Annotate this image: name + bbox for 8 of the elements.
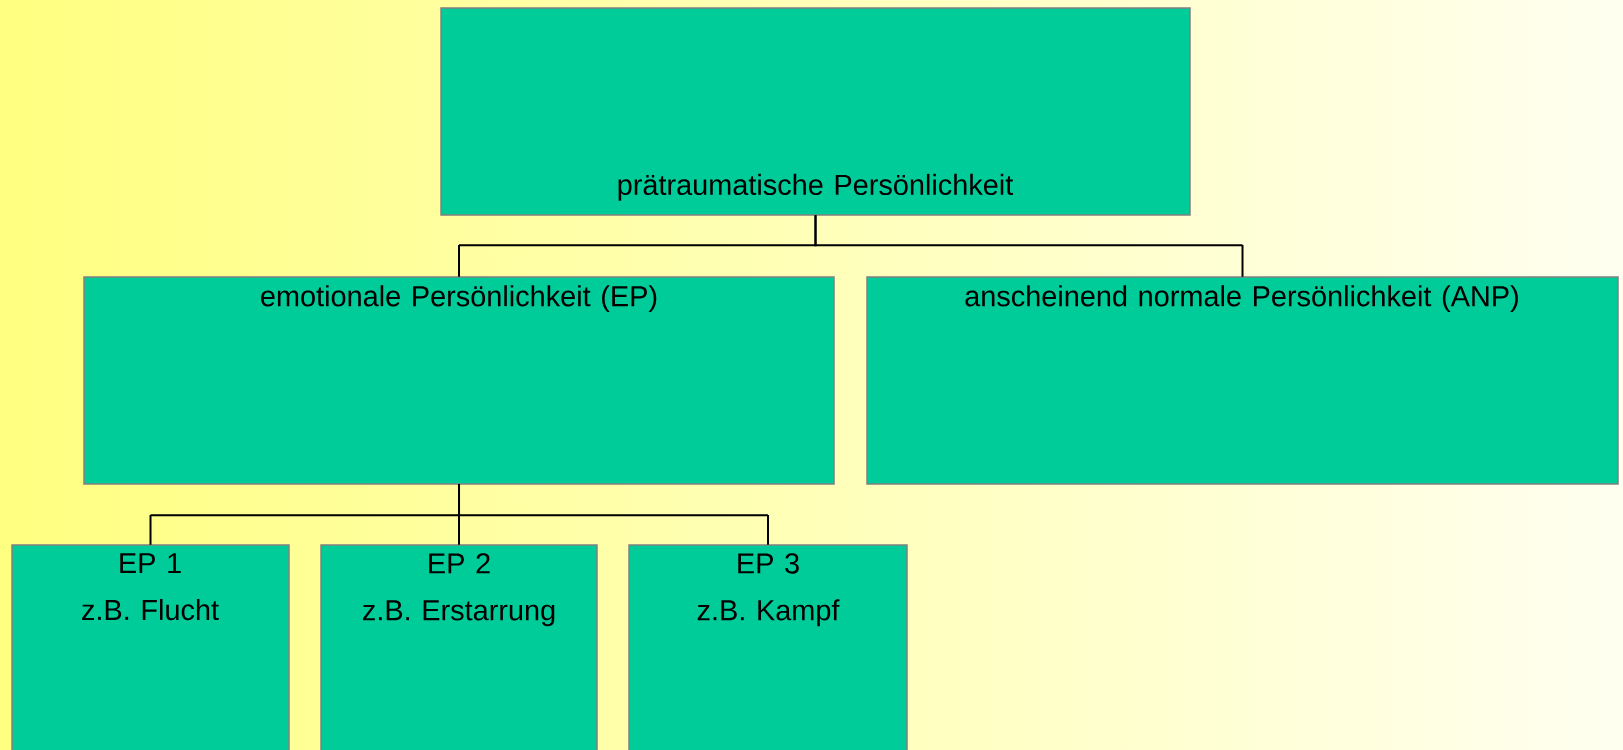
connector-line xyxy=(814,214,1244,278)
box: prätraumatische Persönlichkeit xyxy=(440,7,1191,216)
box: EP 3 z.B. Kampf xyxy=(628,544,908,750)
box: EP 1 z.B. Flucht xyxy=(11,544,290,750)
box: EP 2 z.B. Erstarrung xyxy=(320,544,598,750)
box: emotionale Persönlichkeit (EP) xyxy=(83,276,835,485)
connector-line xyxy=(458,483,769,546)
box: anscheinend normale Persönlichkeit (ANP) xyxy=(866,276,1619,485)
